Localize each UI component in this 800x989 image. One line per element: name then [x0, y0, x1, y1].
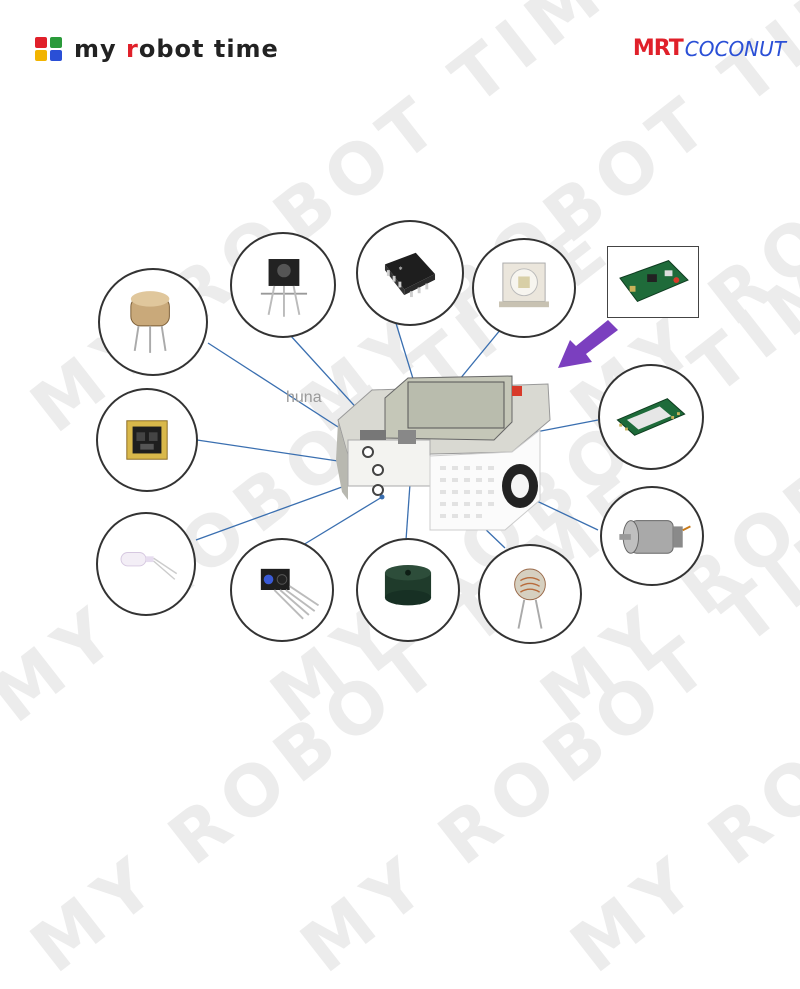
main-board-image [607, 246, 699, 318]
my-robot-time-logo [35, 37, 62, 61]
dc-motor-circle [600, 486, 704, 586]
bluetooth-module-circle [598, 364, 704, 470]
line-tracking-sensor-icon [260, 568, 320, 620]
microcontroller-chip-circle: ✱ [356, 220, 464, 326]
image-watermark: huna [286, 389, 322, 406]
buzzer-circle [356, 538, 460, 642]
microcontroller-chip-icon: ✱ [384, 252, 436, 298]
line-tracking-sensor-circle [230, 538, 334, 642]
robot-illustration [336, 375, 551, 531]
rgb-led-icon [499, 262, 549, 308]
mrt-logo: MRT [632, 36, 684, 61]
coconut-logo: COCONUT [684, 36, 786, 61]
light-sensor-icon [514, 568, 546, 629]
gesture-sensor-icon [126, 420, 168, 460]
dc-motor-icon [619, 520, 691, 554]
brand-header-left: my robot time [34, 35, 279, 63]
rgb-led-circle [472, 238, 576, 338]
arrow-icon [558, 320, 618, 368]
brand-header-right: MRT COCONUT [633, 36, 786, 61]
transistor-sensor-icon [130, 291, 170, 353]
ir-receiver-icon [260, 259, 308, 317]
main-board-icon [619, 260, 689, 303]
light-sensor-circle [478, 544, 582, 644]
transistor-sensor-circle [98, 268, 208, 376]
gesture-sensor-circle [96, 388, 198, 492]
bluetooth-module-icon [616, 398, 686, 436]
infrared-led-circle [96, 512, 196, 616]
svg-text:✱: ✱ [398, 266, 402, 272]
ir-receiver-circle [230, 232, 336, 338]
buzzer-icon [384, 565, 432, 606]
infrared-led-icon [120, 552, 178, 580]
brand-name: my robot time [74, 35, 279, 63]
